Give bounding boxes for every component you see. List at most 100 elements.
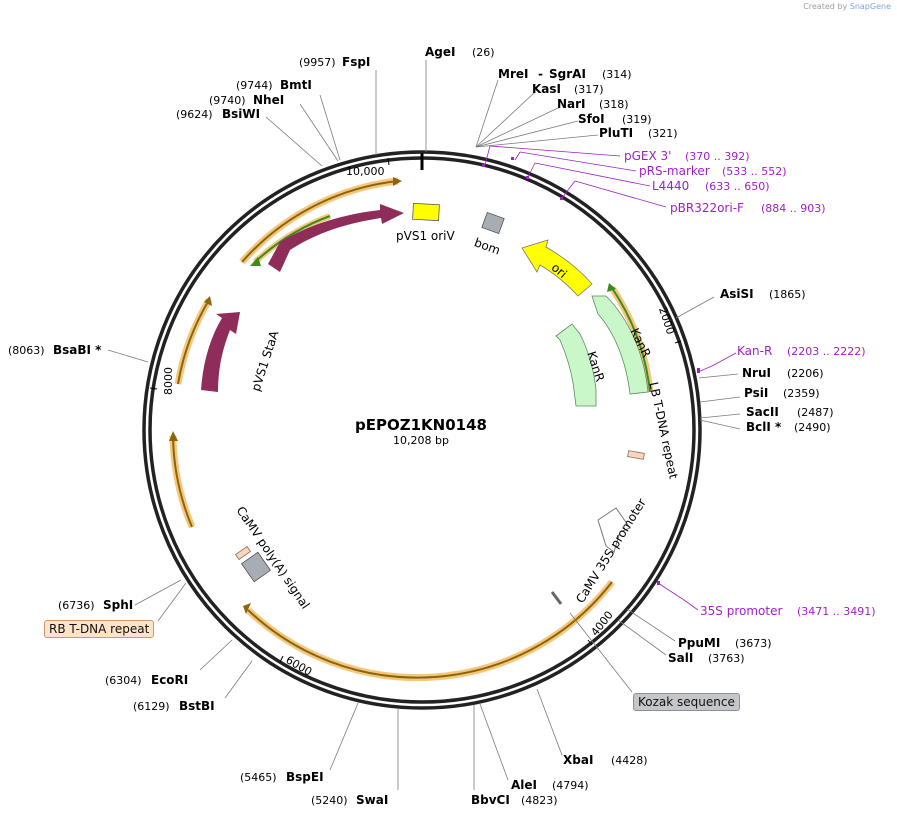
- site-alei-pos: (4794): [552, 779, 589, 792]
- tick-6000-mark: [279, 655, 284, 663]
- orf-right-head: [607, 283, 616, 292]
- snapgene-credit: Created by SnapGene: [803, 2, 891, 11]
- camv-polya-box: [241, 551, 271, 583]
- site-bspei-name: BspEI: [286, 770, 324, 784]
- primer-pgex3-name: pGEX 3': [624, 149, 671, 163]
- site-bstbi-name: BstBI: [179, 699, 215, 713]
- site-bspei-pos: (5465): [240, 771, 277, 784]
- site-nari-pos: (318): [599, 98, 629, 111]
- site-psii-name: PsiI: [744, 386, 768, 400]
- pvs1-stae-label: pVS1 StaA: [249, 328, 282, 393]
- orf-left-upper-line: [177, 299, 210, 385]
- site-nari-name: NarI: [557, 97, 586, 111]
- site-xbai-pos: (4428): [611, 754, 648, 767]
- site-bmti-pos: (9744): [236, 79, 273, 92]
- site-kasi-pos: (317): [574, 83, 604, 96]
- primer-35s-range: (3471 .. 3491): [797, 605, 876, 618]
- site-xbai-name: XbaI: [563, 753, 593, 767]
- site-bcli-name: BclI *: [746, 420, 782, 434]
- rb-tdna-box: [235, 546, 251, 560]
- site-bstbi-pos: (6129): [133, 700, 170, 713]
- backbone: [142, 150, 702, 710]
- tick-8000-label: 8000: [162, 367, 175, 395]
- site-agei-pos: (26): [472, 46, 495, 59]
- backbone-outer-ring: [142, 150, 702, 710]
- primer-pgex3-range: (370 .. 392): [685, 150, 750, 163]
- site-bsiwi-pos: (9624): [176, 108, 213, 121]
- orf-right-line: [611, 287, 651, 393]
- site-fspi-name: FspI: [342, 55, 370, 69]
- site-bsiwi-name: BsiWI: [222, 107, 260, 121]
- plasmid-name: pEPOZ1KN0148: [355, 416, 487, 434]
- site-swai-pos: (5240): [311, 794, 348, 807]
- site-sphi-pos: (6736): [58, 599, 95, 612]
- primer-prs-name: pRS-marker: [639, 164, 710, 178]
- camv-polya-label: CaMV poly(A) signal: [234, 504, 313, 612]
- bom-box: [481, 211, 505, 235]
- pvs1-stae-arrow: [201, 312, 240, 392]
- site-psii-pos: (2359): [783, 387, 820, 400]
- site-asisi-pos: (1865): [769, 288, 806, 301]
- pvs1-repa-label: pVS1 RepA: [305, 231, 372, 271]
- site-ecori-name: EcoRI: [151, 673, 188, 687]
- site-swai-name: SwaI: [356, 793, 388, 807]
- orf-bottom-line: [247, 581, 613, 679]
- site-nhei-pos: (9740): [209, 94, 246, 107]
- primer-l4440-range: (633 .. 650): [705, 180, 770, 193]
- site-sgrai-name: SgrAI: [549, 67, 586, 81]
- site-pluti-pos: (321): [648, 127, 678, 140]
- site-asisi-name: AsiSI: [720, 287, 754, 301]
- site-leader-lines: [107, 60, 741, 790]
- orf-green-line: [254, 215, 331, 263]
- site-ppumi-pos: (3673): [735, 637, 772, 650]
- site-mrei-sep: -: [538, 67, 543, 81]
- tick-8000-mark: [149, 387, 158, 390]
- site-fspi-pos: (9957): [299, 56, 336, 69]
- primer-pbr322-name: pBR322ori-F: [670, 201, 744, 215]
- site-sacii-name: SacII: [746, 405, 779, 419]
- primer-kanr-range: (2203 .. 2222): [787, 345, 866, 358]
- site-sacii-pos: (2487): [797, 406, 834, 419]
- primer-35s-name: 35S promoter: [700, 604, 782, 618]
- lb-tdna-label: LB T-DNA repeat: [646, 381, 680, 481]
- site-nrui-name: NruI: [742, 366, 771, 380]
- site-bbvci-pos: (4823): [521, 794, 558, 807]
- ori-arrow: [521, 239, 593, 297]
- primer-leader-lines: [484, 145, 737, 611]
- site-sfoi-pos: (319): [622, 113, 652, 126]
- site-bsabi-name: BsaBI *: [53, 343, 102, 357]
- tick-10000-label: 10,000: [346, 165, 385, 178]
- site-mrei-name: MreI: [498, 67, 528, 81]
- orf-top-head: [393, 177, 402, 186]
- features: pVS1 RepA pVS1 oriV bom ori KanR KanR LB…: [201, 202, 681, 612]
- orf-left-upper-head: [204, 296, 212, 306]
- primer-pbr322-range: (884 .. 903): [761, 202, 826, 215]
- site-bmti-name: BmtI: [280, 78, 312, 92]
- rb-tdna-label: RB T-DNA repeat: [44, 620, 155, 638]
- kozak-marker: [550, 591, 563, 605]
- primer-l4440-name: L4440: [652, 179, 689, 193]
- site-kasi-name: KasI: [532, 82, 561, 96]
- primer-prs-range: (533 .. 552): [722, 165, 787, 178]
- camv-35s-arrow: [597, 507, 631, 553]
- site-agei-name: AgeI: [425, 45, 455, 59]
- orf-green-head: [250, 257, 261, 266]
- site-sgrai-pos: (314): [602, 68, 632, 81]
- site-alei-name: AleI: [511, 778, 537, 792]
- lb-tdna-box: [627, 450, 645, 460]
- snapgene-brand: SnapGene: [849, 2, 891, 11]
- site-labels: AgeI (26) (9957) FspI (9744) BmtI (9740)…: [8, 45, 834, 807]
- tick-10000-mark: [387, 157, 390, 166]
- site-sali-pos: (3763): [708, 652, 745, 665]
- tick-2000-mark: [674, 340, 682, 344]
- primer-kanr-name: Kan-R: [737, 344, 772, 358]
- orf-arrows: [169, 177, 654, 681]
- site-ecori-pos: (6304): [105, 674, 142, 687]
- pvs1-oriv-box: [412, 202, 440, 222]
- pvs1-repa-arrow: [268, 204, 404, 272]
- site-sali-name: SalI: [668, 651, 693, 665]
- site-pluti-name: PluTI: [599, 126, 633, 140]
- tick-4000-mark: [587, 639, 593, 646]
- site-nrui-pos: (2206): [787, 367, 824, 380]
